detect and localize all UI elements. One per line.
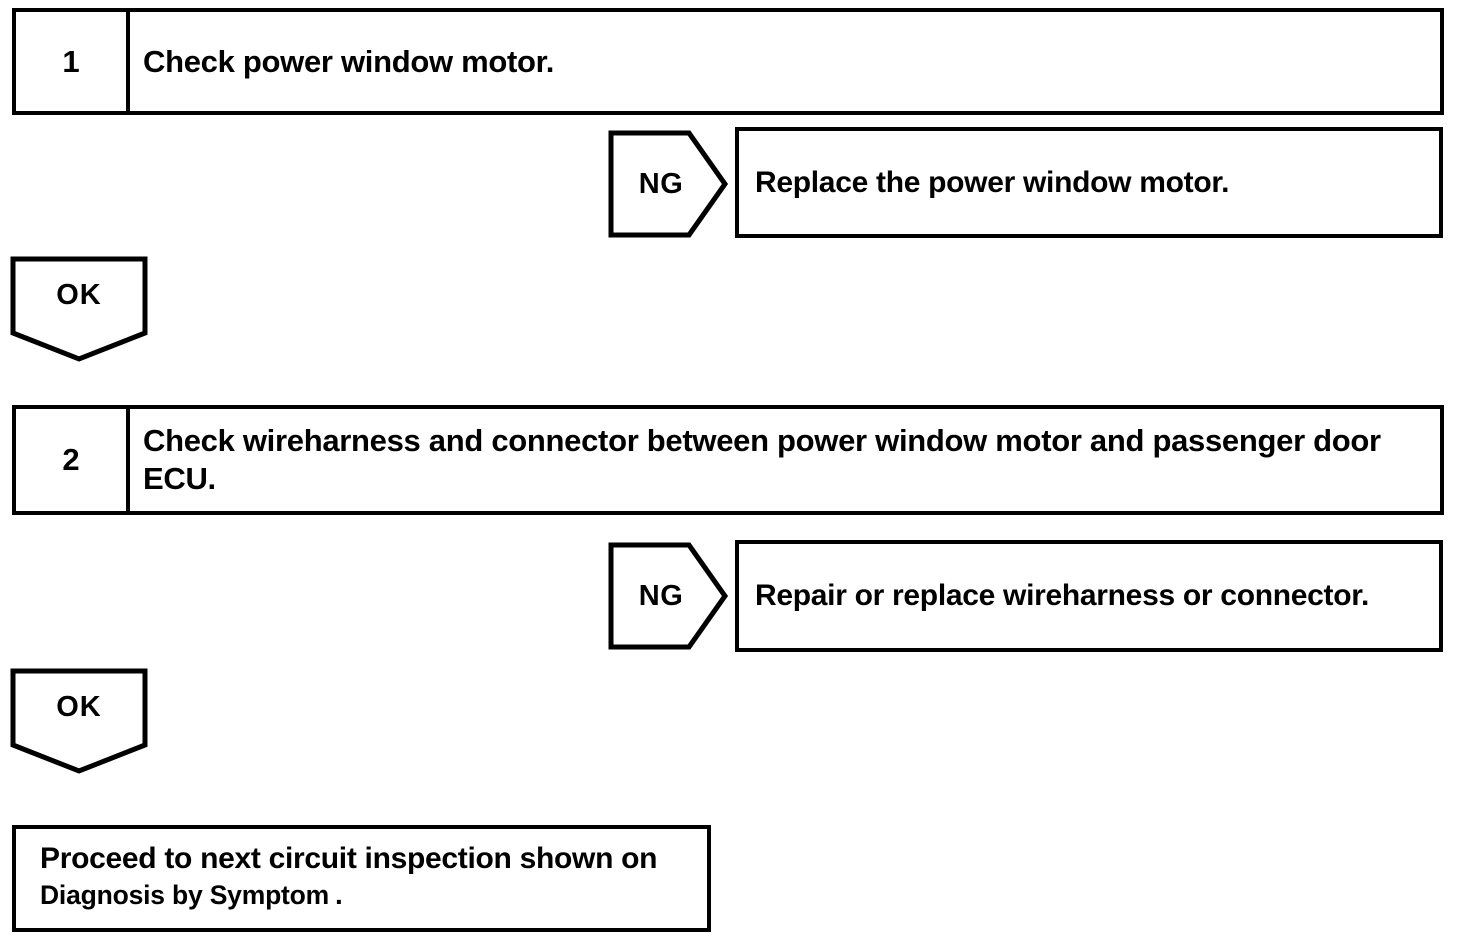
step-2-box: 2 Check wireharness and connector betwee… bbox=[12, 405, 1444, 515]
ng-pentagon-icon bbox=[608, 542, 729, 650]
ok-pentagon-icon bbox=[10, 668, 148, 774]
final-action-line-1: Proceed to next circuit inspection shown… bbox=[40, 842, 658, 875]
final-action-box: Proceed to next circuit inspection shown… bbox=[12, 825, 711, 932]
step-2-instruction: Check wireharness and connector between … bbox=[143, 423, 1381, 496]
step-1-box: 1 Check power window motor. bbox=[12, 8, 1444, 115]
ng-result-1-box: Replace the power window motor. bbox=[735, 127, 1443, 238]
step-1-number: 1 bbox=[16, 12, 130, 111]
ng-result-2-box: Repair or replace wireharness or connect… bbox=[735, 540, 1443, 652]
ng-result-2-text: Repair or replace wireharness or connect… bbox=[755, 579, 1370, 612]
ng-label: NG bbox=[638, 167, 684, 200]
ng-pentagon-icon bbox=[608, 130, 729, 238]
diagnosis-by-symptom-reference: Diagnosis by Symptom bbox=[40, 880, 330, 910]
final-sentence-period: . bbox=[335, 879, 343, 910]
ok-arrow-1: OK bbox=[10, 256, 148, 362]
final-action-line-2: Diagnosis by Symptom. bbox=[40, 877, 689, 913]
ok-pentagon-icon bbox=[10, 256, 148, 362]
step-2-number: 2 bbox=[16, 409, 130, 511]
ok-label: OK bbox=[56, 278, 102, 311]
ng-arrow-2: NG bbox=[608, 542, 729, 650]
ng-result-1-text: Replace the power window motor. bbox=[755, 165, 1230, 199]
ok-arrow-2: OK bbox=[10, 668, 148, 774]
ok-label: OK bbox=[56, 690, 102, 723]
ng-label: NG bbox=[638, 579, 684, 612]
step-1-instruction: Check power window motor. bbox=[143, 43, 555, 79]
ng-arrow-1: NG bbox=[608, 130, 729, 238]
